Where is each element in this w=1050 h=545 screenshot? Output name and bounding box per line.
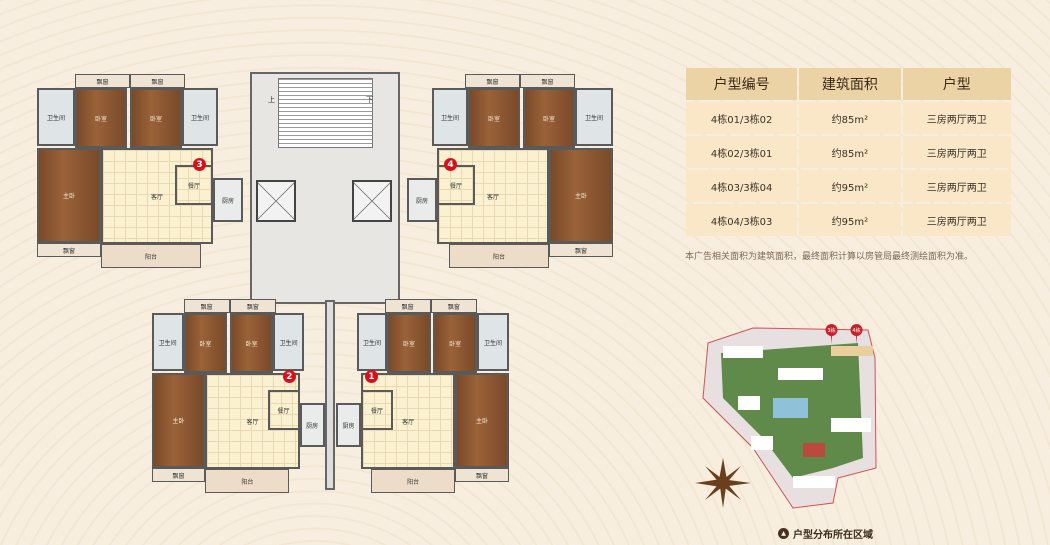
svg-text:3栋: 3栋 bbox=[827, 327, 835, 334]
room-dining: 餐厅 bbox=[175, 165, 213, 205]
room-bay: 飘窗 bbox=[75, 74, 130, 88]
site-map-caption: ▲户型分布所在区域 bbox=[778, 526, 873, 541]
room-bedroom: 卧室 bbox=[183, 313, 228, 373]
header-unit-number: 户型编号 bbox=[686, 68, 798, 100]
room-bath: 卫生间 bbox=[182, 88, 218, 146]
unit-marker: 4 bbox=[444, 158, 457, 171]
cell-unit-number: 4栋02/3栋01 bbox=[686, 136, 798, 168]
room-master: 主卧 bbox=[37, 148, 101, 243]
elevator-right bbox=[352, 180, 392, 222]
room-bath: 卫生间 bbox=[477, 313, 509, 371]
room-bath: 卫生间 bbox=[273, 313, 304, 371]
room-bedroom: 卧室 bbox=[387, 313, 431, 373]
room-master: 主卧 bbox=[549, 148, 613, 243]
unit-marker: 1 bbox=[364, 370, 378, 383]
cell-area: 约95m² bbox=[799, 170, 901, 202]
room-kitchen: 厨房 bbox=[213, 178, 243, 222]
room-kitchen: 厨房 bbox=[335, 403, 362, 447]
room-balcony: 阳台 bbox=[371, 469, 456, 493]
room-bath: 卫生间 bbox=[356, 313, 388, 371]
room-dining: 餐厅 bbox=[361, 390, 393, 430]
room-bedroom: 卧室 bbox=[130, 88, 182, 148]
stair-down-label: 下 bbox=[366, 96, 373, 104]
room-bath: 卫生间 bbox=[575, 88, 613, 146]
room-dining: 餐厅 bbox=[437, 165, 475, 205]
site-map: 3栋 4栋 bbox=[695, 324, 877, 509]
cell-layout: 三房两厅两卫 bbox=[902, 204, 1011, 236]
cell-unit-number: 4栋03/3栋04 bbox=[686, 170, 798, 202]
room-bay: 飘窗 bbox=[465, 74, 520, 88]
room-bedroom: 卧室 bbox=[468, 88, 520, 148]
corridor bbox=[325, 300, 335, 490]
compass-rose-icon bbox=[695, 458, 751, 508]
room-balcony: 阳台 bbox=[205, 469, 290, 493]
room-bath: 卫生间 bbox=[37, 88, 75, 146]
buildings bbox=[723, 346, 871, 488]
room-bay: 飘窗 bbox=[151, 468, 206, 482]
pin-3: 3栋 bbox=[825, 324, 838, 344]
room-kitchen: 厨房 bbox=[299, 403, 325, 447]
cell-layout: 三房两厅两卫 bbox=[902, 170, 1011, 202]
room-bay: 飘窗 bbox=[183, 299, 230, 313]
room-bay: 飘窗 bbox=[455, 468, 509, 482]
room-bay: 飘窗 bbox=[384, 299, 431, 313]
cell-unit-number: 4栋04/3栋03 bbox=[686, 204, 798, 236]
room-bedroom: 卧室 bbox=[229, 313, 274, 373]
cell-layout: 三房两厅两卫 bbox=[902, 136, 1011, 168]
room-bay: 飘窗 bbox=[130, 74, 185, 88]
room-bay: 飘窗 bbox=[520, 74, 575, 88]
elevator-left bbox=[256, 180, 296, 222]
room-master: 主卧 bbox=[455, 373, 509, 468]
room-bay: 飘窗 bbox=[549, 243, 613, 257]
svg-text:4栋: 4栋 bbox=[852, 327, 860, 334]
header-area: 建筑面积 bbox=[799, 68, 901, 100]
cell-unit-number: 4栋01/3栋02 bbox=[686, 102, 798, 134]
room-bay: 飘窗 bbox=[37, 243, 101, 257]
pin-4: 4栋 bbox=[850, 324, 863, 344]
room-bay: 飘窗 bbox=[430, 299, 477, 313]
room-bath: 卫生间 bbox=[151, 313, 184, 371]
room-dining: 餐厅 bbox=[267, 390, 300, 430]
unit-marker: 2 bbox=[282, 370, 296, 383]
stair-up-label: 上 bbox=[268, 96, 275, 104]
target-buildings bbox=[831, 346, 873, 356]
room-kitchen: 厨房 bbox=[407, 178, 437, 222]
room-bedroom: 卧室 bbox=[433, 313, 477, 373]
room-balcony: 阳台 bbox=[101, 244, 201, 268]
room-master: 主卧 bbox=[151, 373, 206, 468]
staircase bbox=[278, 78, 373, 148]
header-layout: 户型 bbox=[902, 68, 1011, 100]
room-bedroom: 卧室 bbox=[75, 88, 127, 148]
disclaimer-note: 本广告相关面积为建筑面积，最终面积计算以房管局最终测绘面积为准。 bbox=[685, 252, 974, 262]
cell-area: 约85m² bbox=[799, 102, 901, 134]
room-bath: 卫生间 bbox=[432, 88, 468, 146]
room-bay: 飘窗 bbox=[229, 299, 276, 313]
sports-court bbox=[803, 443, 825, 457]
room-bedroom: 卧室 bbox=[523, 88, 575, 148]
cell-layout: 三房两厅两卫 bbox=[902, 102, 1011, 134]
unit-marker: 3 bbox=[193, 158, 206, 171]
pool bbox=[773, 398, 808, 418]
triangle-icon: ▲ bbox=[778, 528, 789, 539]
cell-area: 约95m² bbox=[799, 204, 901, 236]
cell-area: 约85m² bbox=[799, 136, 901, 168]
room-balcony: 阳台 bbox=[449, 244, 549, 268]
